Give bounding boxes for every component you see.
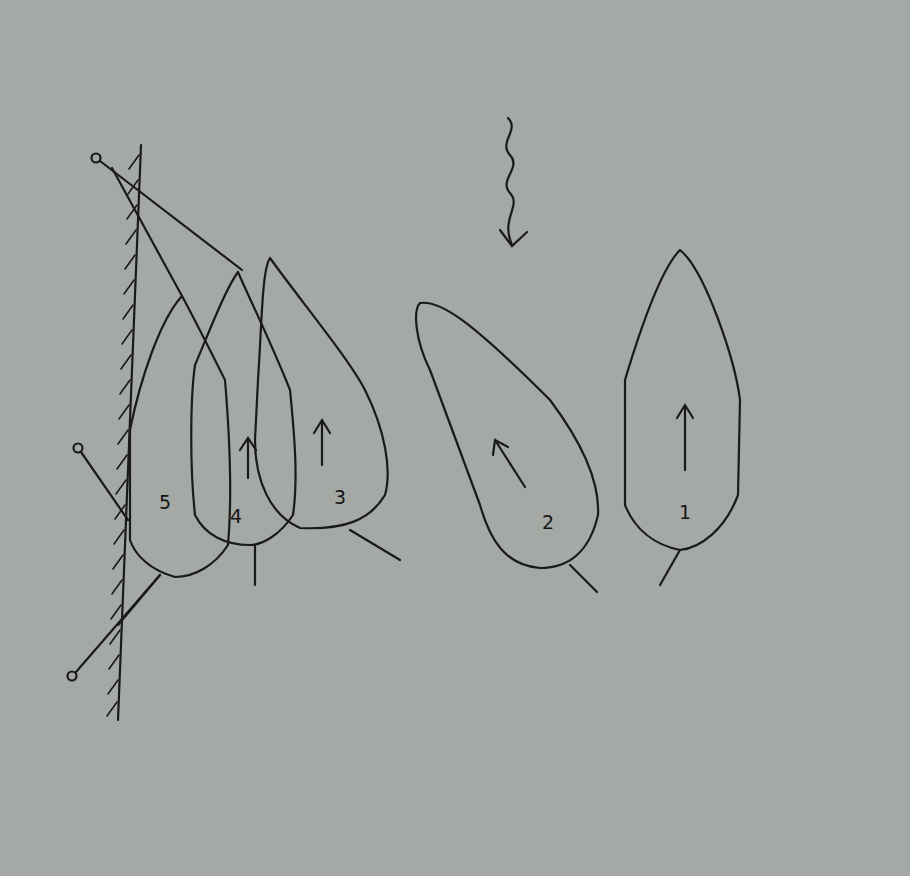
leaf-outline-path — [255, 258, 400, 560]
leaf-outline — [180, 262, 308, 597]
leaf-number: 4 — [230, 507, 242, 526]
leaf-outline — [112, 282, 244, 632]
leaf-outline — [405, 290, 610, 600]
leaf-outline-path — [191, 272, 295, 585]
light-arrow — [500, 118, 527, 246]
leaf-outline — [245, 248, 410, 570]
leaf-outline-path — [118, 296, 230, 625]
leaf: 1 — [615, 240, 750, 595]
leaf-number: 5 — [159, 493, 171, 512]
leaf: 4 — [180, 262, 308, 597]
leaf-number: 1 — [679, 503, 691, 522]
leaf-number: 2 — [542, 513, 554, 532]
leaf: 5 — [112, 282, 244, 632]
leaf: 3 — [245, 248, 410, 570]
leaf-outline — [615, 240, 750, 595]
leaf-outline-path — [625, 250, 740, 585]
leaf-outline-path — [416, 303, 598, 592]
leaf-number: 3 — [334, 488, 346, 507]
leaf: 2 — [405, 290, 610, 600]
support-lines — [68, 154, 243, 681]
